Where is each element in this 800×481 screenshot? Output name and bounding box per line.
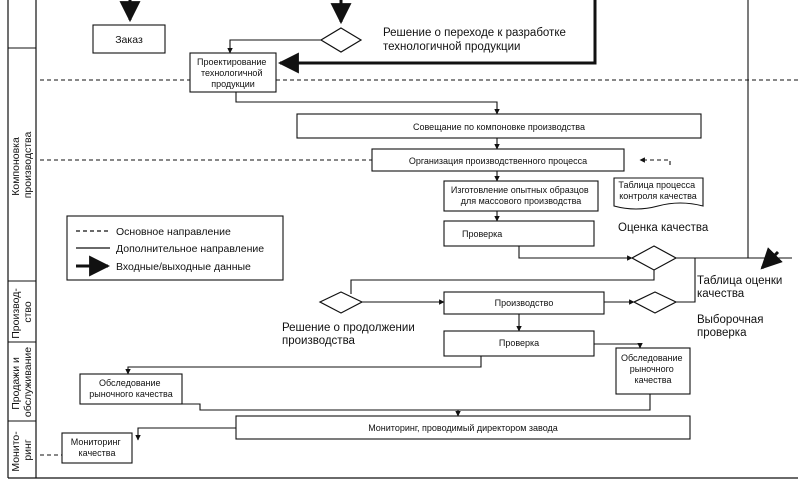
lane-text: Продажи и bbox=[10, 357, 22, 410]
dashed-lines bbox=[40, 79, 798, 456]
svg-text:Обследование рыночного к: Обследование рыночного качества bbox=[89, 378, 172, 399]
box-market-survey-left: Обследование рыночного качества bbox=[79, 373, 183, 405]
box-layout-meeting: Совещание по компоновке производства bbox=[296, 113, 702, 139]
connectors bbox=[125, 0, 792, 441]
box-market-survey-right-line: рыночного bbox=[630, 364, 674, 374]
label-line: Выборочная bbox=[697, 314, 763, 326]
box-prototypes: Изготовление опытных образцов для массов… bbox=[443, 180, 599, 212]
box-process-table: Таблица процесса контроля качества bbox=[613, 177, 704, 210]
box-monitoring-quality-line: качества bbox=[79, 448, 116, 458]
svg-text:Изготовление опытных образцов: Изготовление опытных образцов для массов… bbox=[451, 185, 591, 206]
box-order-label: Заказ bbox=[115, 34, 143, 46]
lane-text: производства bbox=[22, 132, 34, 199]
svg-text:Обследование рыночного: Обследование рыночного качества bbox=[621, 353, 685, 385]
box-production-label: Производство bbox=[495, 298, 554, 308]
box-layout-meeting-label: Совещание по компоновке производства bbox=[413, 122, 585, 132]
lane-label-production: Производ- ство bbox=[10, 285, 34, 339]
box-organization: Организация производственного процесса bbox=[371, 148, 625, 172]
box-order: Заказ bbox=[92, 24, 166, 54]
label-line: Решение о переходе к разработке bbox=[383, 27, 566, 39]
box-market-survey-right: Обследование рыночного качества bbox=[615, 347, 691, 395]
lane-label-layout: Компоновка производства bbox=[10, 132, 34, 199]
box-production: Производство bbox=[443, 291, 605, 315]
lane-text: Монито- bbox=[10, 431, 22, 472]
label-line: проверка bbox=[697, 327, 747, 339]
svg-text:Продажи и обслуживание: Продажи и обслуживание bbox=[10, 347, 34, 417]
box-design: Проектирование технологичной продукции bbox=[189, 52, 277, 93]
label-sample-check: Выборочная проверка bbox=[697, 314, 767, 339]
decision-diamond-assessment bbox=[630, 245, 678, 271]
legend-io: Входные/выходные данные bbox=[116, 261, 251, 273]
box-design-line: технологичной bbox=[201, 68, 262, 78]
box-market-survey-left-line: рыночного качества bbox=[89, 389, 172, 399]
box-monitoring-quality: Мониторинг качества bbox=[61, 432, 133, 464]
svg-text:Таблица оценки качества: Таблица оценки качества bbox=[697, 275, 786, 300]
svg-text:Производ- ство: Производ- ство bbox=[10, 285, 34, 339]
legend: Основное направление Дополнительное напр… bbox=[66, 215, 284, 281]
svg-text:Выборочная проверка: Выборочная проверка bbox=[697, 314, 767, 339]
svg-text:Мониторинг качества: Мониторинг качества bbox=[71, 437, 123, 458]
label-line: Решение о продолжении bbox=[282, 322, 415, 334]
box-process-table-line: Таблица процесса bbox=[618, 180, 695, 190]
lane-label-monitoring: Монито- ринг bbox=[10, 428, 34, 472]
box-check2: Проверка bbox=[443, 330, 595, 357]
decision-diamond-continue bbox=[318, 291, 364, 314]
box-monitoring-director: Мониторинг, проводимый директором завода bbox=[235, 415, 691, 440]
box-market-survey-right-line: качества bbox=[635, 375, 672, 385]
box-prototypes-line: Изготовление опытных образцов bbox=[451, 185, 589, 195]
svg-text:Монито- ринг: Монито- ринг bbox=[10, 428, 34, 471]
decision-diamond-sample bbox=[632, 291, 678, 314]
svg-text:Решение о переходе к разработк: Решение о переходе к разработке технолог… bbox=[383, 27, 569, 53]
box-monitoring-quality-line: Мониторинг bbox=[71, 437, 122, 447]
legend-main: Основное направление bbox=[116, 226, 231, 238]
box-design-line: продукции bbox=[211, 79, 255, 89]
lane-label-sales: Продажи и обслуживание bbox=[10, 347, 34, 417]
svg-text:Компоновка производства: Компоновка производства bbox=[10, 132, 34, 199]
box-check1: Проверка bbox=[443, 220, 595, 247]
box-check2-label: Проверка bbox=[499, 338, 539, 348]
lane-text: обслуживание bbox=[22, 347, 34, 417]
label-line: производства bbox=[282, 335, 356, 347]
label-decision-transition: Решение о переходе к разработке технолог… bbox=[383, 27, 569, 53]
legend-additional: Дополнительное направление bbox=[116, 243, 264, 255]
box-check1-label: Проверка bbox=[462, 229, 502, 239]
lane-text: ринг bbox=[22, 439, 34, 461]
label-assessment-table: Таблица оценки качества bbox=[697, 275, 786, 300]
label-line: Оценка качества bbox=[618, 222, 709, 234]
lane-frame bbox=[7, 0, 798, 479]
box-prototypes-line: для массового производства bbox=[461, 196, 582, 206]
box-organization-label: Организация производственного процесса bbox=[409, 156, 587, 166]
label-line: качества bbox=[697, 288, 745, 300]
label-quality-assessment: Оценка качества bbox=[618, 222, 709, 234]
decision-diamond-top bbox=[319, 27, 363, 53]
box-design-line: Проектирование bbox=[197, 57, 266, 67]
lane-text: Производ- bbox=[10, 288, 22, 339]
lane-text: ство bbox=[22, 301, 34, 323]
lane-text: Компоновка bbox=[10, 137, 22, 196]
label-line: технологичной продукции bbox=[383, 41, 520, 53]
io-arrows bbox=[119, 0, 783, 270]
label-decision-continue: Решение о продолжении производства bbox=[282, 322, 418, 347]
label-line: Таблица оценки bbox=[697, 275, 782, 287]
box-process-table-line: контроля качества bbox=[619, 191, 697, 201]
svg-text:Решение о продолжении пр: Решение о продолжении производства bbox=[282, 322, 418, 347]
box-monitoring-director-label: Мониторинг, проводимый директором завода bbox=[368, 423, 558, 433]
box-market-survey-left-line: Обследование bbox=[99, 378, 161, 388]
svg-text:Проектирование технологи: Проектирование технологичной продукции bbox=[197, 57, 269, 89]
svg-text:Таблица процесса контрол: Таблица процесса контроля качества bbox=[618, 180, 697, 201]
box-market-survey-right-line: Обследование bbox=[621, 353, 683, 363]
